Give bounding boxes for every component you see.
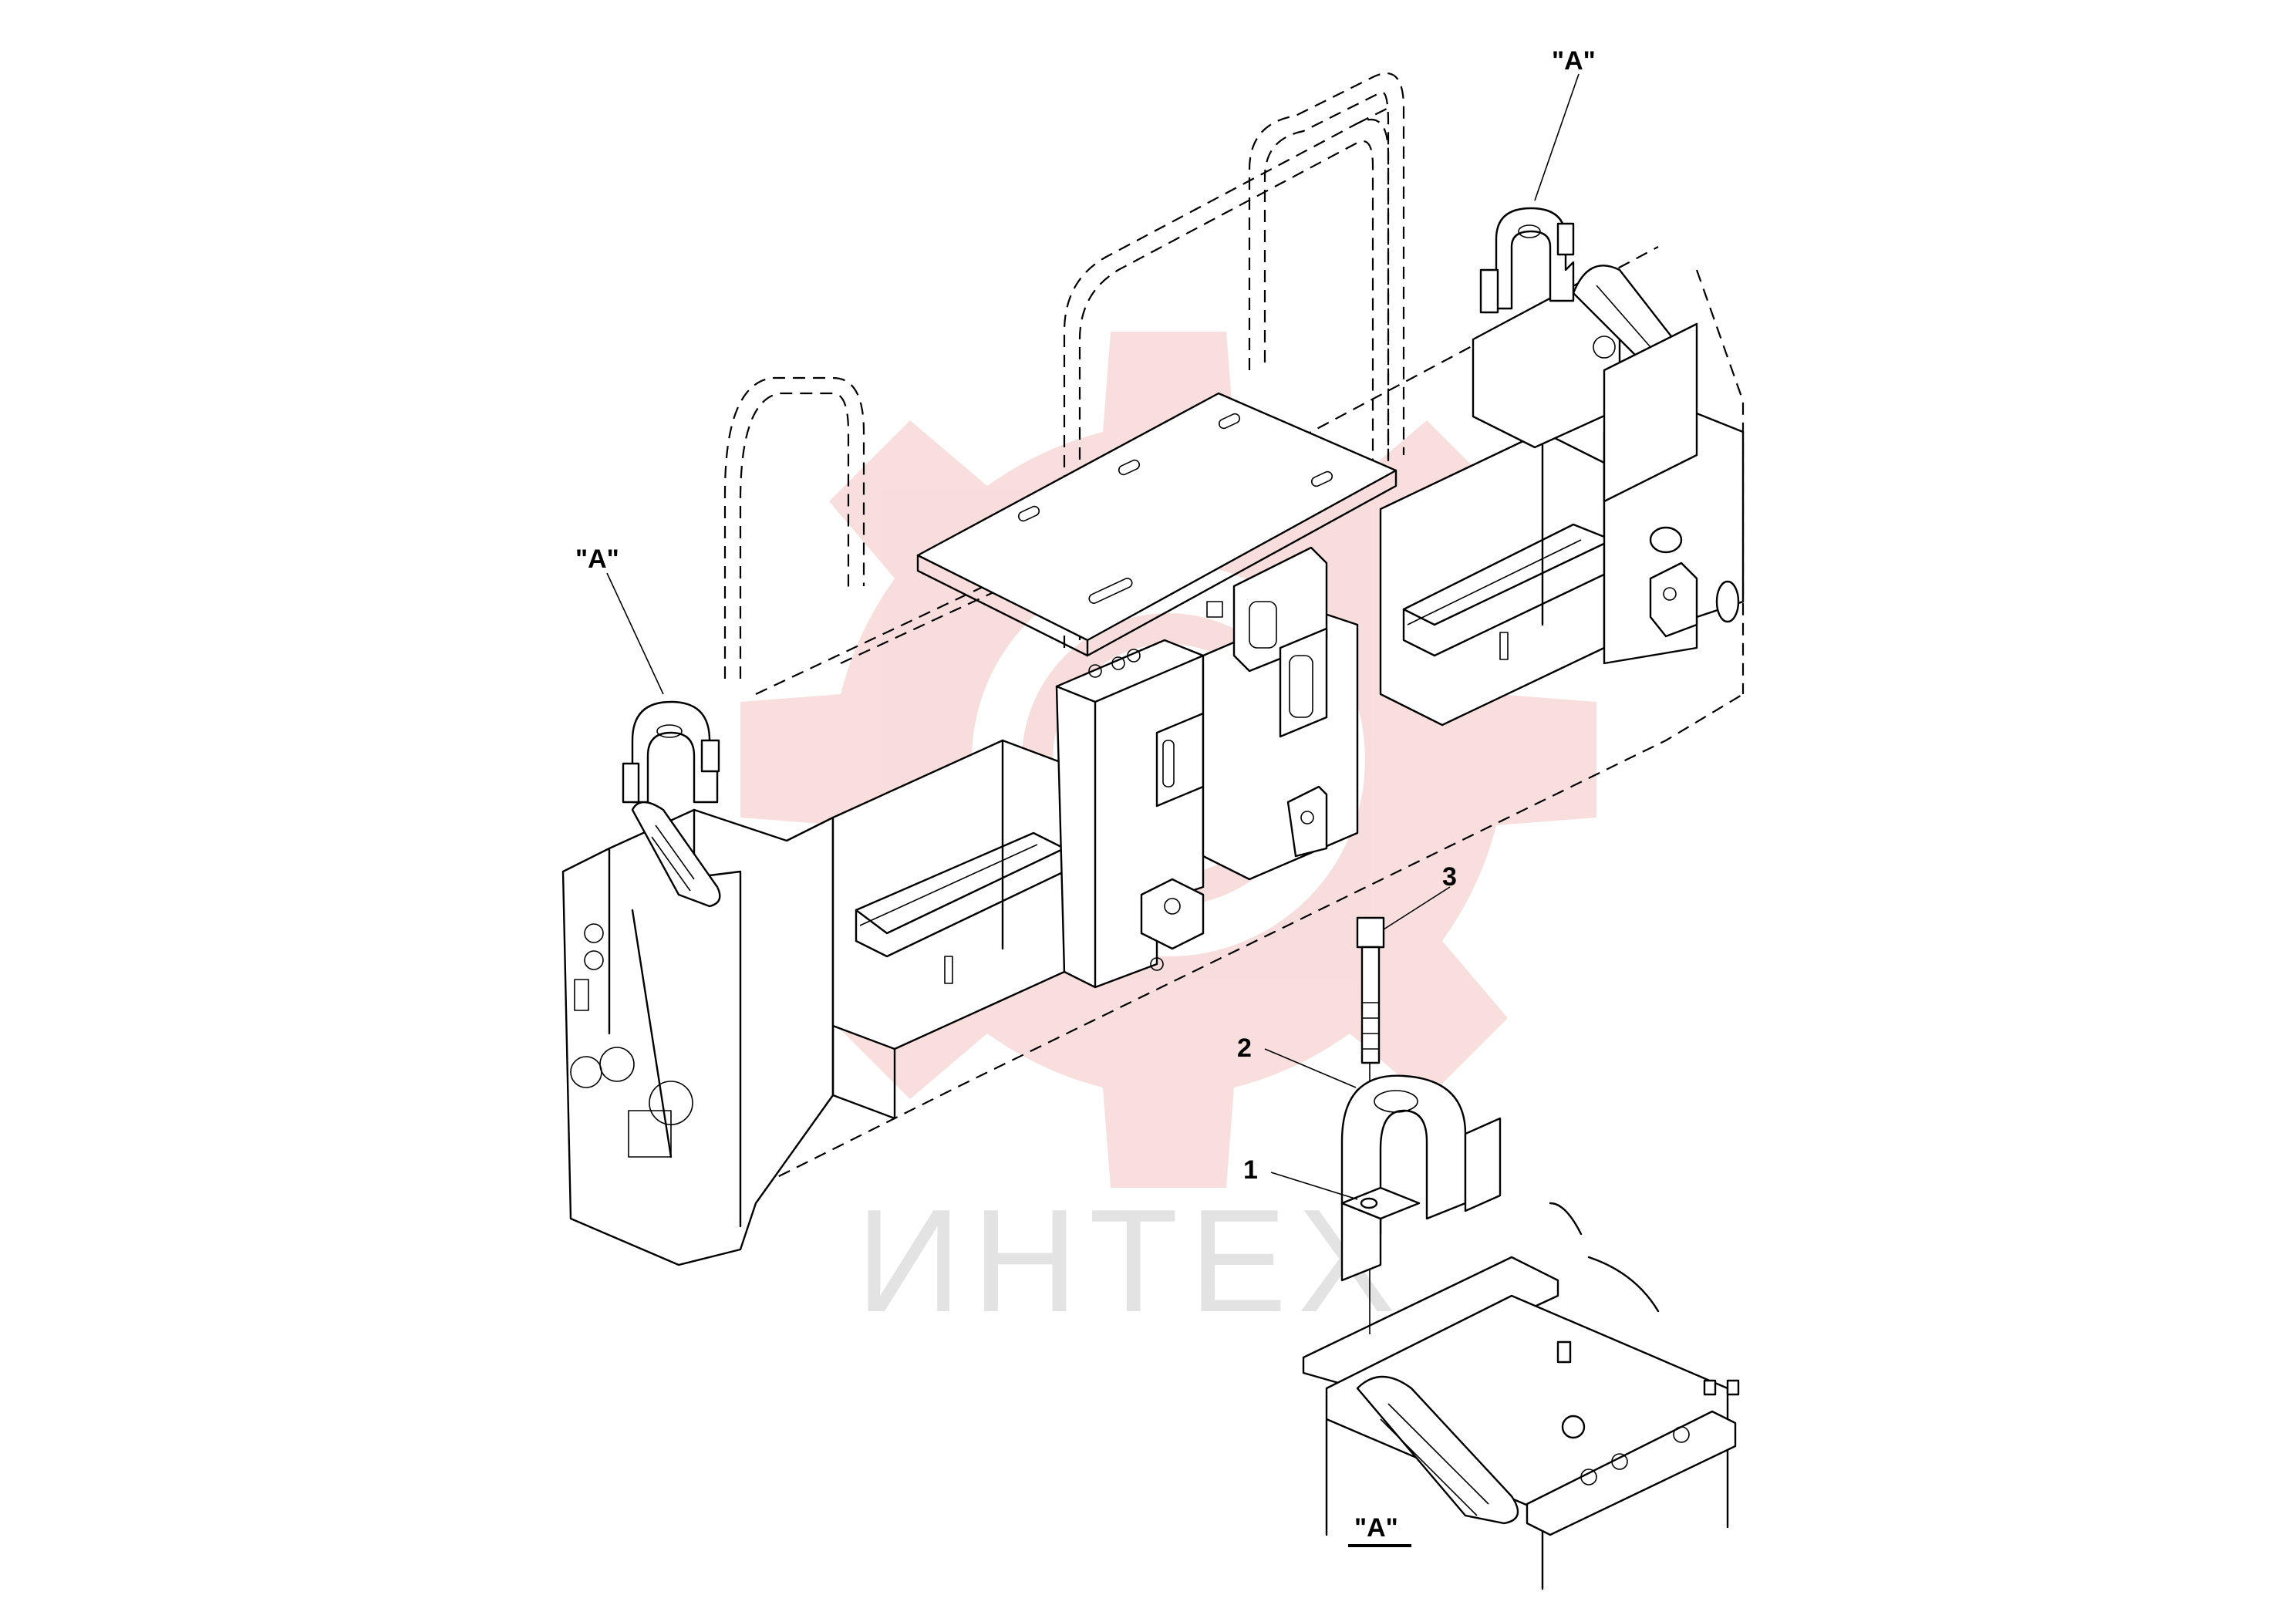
watermark-text: ИНТЕХ bbox=[856, 1179, 1406, 1343]
callout-item-3: 3 bbox=[1442, 862, 1457, 892]
leader-lines bbox=[606, 73, 1580, 1200]
storage-box-left bbox=[831, 739, 1066, 1120]
callout-view-a-left: "A" bbox=[575, 545, 619, 574]
callout-view-a-top: "A" bbox=[1552, 46, 1596, 76]
lifting-eye-bracket bbox=[1340, 1074, 1502, 1282]
phantom-frame bbox=[723, 73, 1745, 1249]
top-plate bbox=[916, 392, 1397, 657]
view-a-caption-label: "A" bbox=[1354, 1513, 1398, 1543]
lifting-eye-left bbox=[622, 700, 720, 804]
exploded-hardware bbox=[1340, 916, 1502, 1334]
detail-view-a bbox=[1302, 1202, 1740, 1590]
left-end-block bbox=[561, 801, 834, 1266]
lifting-eye-right bbox=[1479, 207, 1575, 314]
callout-item-1: 1 bbox=[1243, 1155, 1258, 1185]
storage-box-center bbox=[1202, 546, 1359, 881]
center-tower bbox=[1055, 639, 1205, 989]
hex-bolt bbox=[1356, 916, 1385, 1064]
view-a-caption: "A" bbox=[1348, 1513, 1411, 1547]
right-end-block bbox=[1472, 265, 1745, 665]
callout-item-2: 2 bbox=[1237, 1034, 1252, 1063]
